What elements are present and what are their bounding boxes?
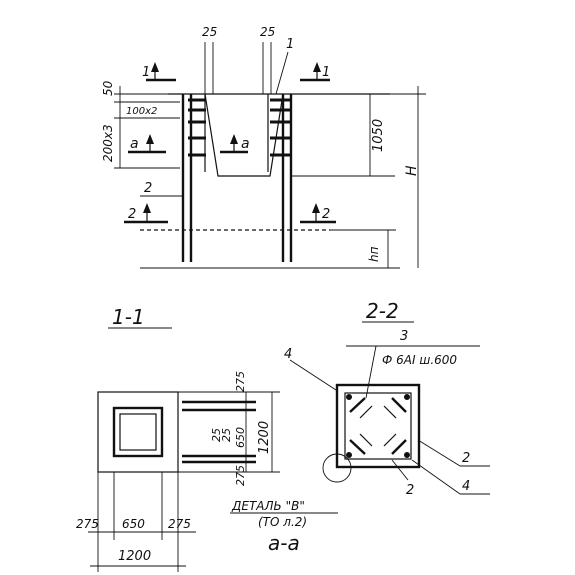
plan-dim-650-h: 650	[122, 517, 145, 531]
callout-4-bottom-label: 4	[462, 479, 470, 494]
rebar-spec-label: Ф 6АI ш.600	[382, 353, 457, 367]
plan-aa-view: 275 25 25 650 1200 275 275 650 275 1200 …	[76, 371, 338, 572]
callout-2-bottom-label: 2	[406, 483, 414, 498]
plan-dim-650-v: 650	[234, 427, 247, 448]
section-title-a-a: a-a	[268, 531, 300, 555]
section-title-1-1: 1-1	[112, 305, 145, 329]
right-mesh-bars	[270, 98, 290, 157]
callout-4-bottom-leader	[411, 459, 461, 495]
dim-1050-label: 1050	[371, 119, 386, 152]
dim-200x3-label: 200x3	[101, 124, 115, 162]
callout-4-top-label: 4	[284, 347, 292, 362]
plan-rebar-lines	[182, 400, 256, 464]
plan-socket-outer	[112, 406, 164, 458]
section-2-left-label: 2	[128, 207, 136, 222]
callout-2-right-leader	[417, 439, 461, 467]
plan-dim-25-a: 25	[210, 428, 223, 442]
callout-1-leader	[275, 51, 289, 95]
section-1-left-arrow	[151, 62, 159, 72]
column-inner-square	[344, 392, 412, 460]
section-1-left-label: 1	[142, 65, 150, 80]
plan-socket-inner	[119, 413, 157, 451]
callout-4-top-leader	[289, 359, 337, 391]
section-22-view: 3 Ф 6АI ш.600 4 2 2 4	[284, 329, 490, 498]
plan-dim-1200-v: 1200	[257, 421, 272, 454]
dim-H-label: H	[404, 165, 420, 176]
callout-2-right-label: 2	[462, 451, 470, 466]
section-title-2-2: 2-2	[366, 299, 399, 323]
section-1-right-arrow	[313, 62, 321, 72]
section-1-right-label: 1	[322, 65, 330, 80]
dim-100x2-label: 100x2	[126, 106, 157, 117]
detail-b-ref: (ТО л.2)	[258, 515, 307, 529]
tie-diagonals	[349, 397, 407, 455]
plan-dim-275-left: 275	[76, 517, 99, 531]
plan-dim-25-b: 25	[220, 428, 233, 442]
section-a-center-label: a	[241, 136, 250, 152]
callout-2-bottom-leader	[391, 459, 409, 481]
callout-3-leader	[365, 345, 377, 399]
dim-50-label: 50	[101, 80, 115, 96]
dim-hn-label: hп	[367, 246, 381, 262]
elevation-view: 25 25 1 1 1 50 100x2 200x3 a a 1050	[101, 25, 426, 269]
left-mesh-bars	[188, 98, 206, 157]
section-2-right-label: 2	[322, 207, 330, 222]
plan-dim-275-right: 275	[168, 517, 191, 531]
dim-25-left-label: 25	[202, 25, 217, 39]
plan-dim-1200-h: 1200	[118, 549, 151, 564]
detail-b-label: ДЕТАЛЬ "В"	[231, 499, 305, 513]
detail-b-circle	[322, 453, 352, 483]
plan-dim-275-bottom: 275	[234, 465, 247, 486]
callout-1-label: 1	[286, 37, 294, 52]
dim-25-right-label: 25	[260, 25, 275, 39]
column-outer-square	[335, 383, 421, 469]
section-a-left-label: a	[130, 136, 139, 152]
plan-dim-275-top: 275	[234, 371, 247, 392]
callout-3-label: 3	[400, 329, 408, 344]
corner-bars	[346, 394, 410, 458]
socket-profile	[204, 93, 284, 177]
section-titles: 1-1 2-2 a-a	[108, 299, 414, 555]
plan-outer-square	[97, 391, 179, 473]
callout-2-label: 2	[144, 181, 152, 196]
